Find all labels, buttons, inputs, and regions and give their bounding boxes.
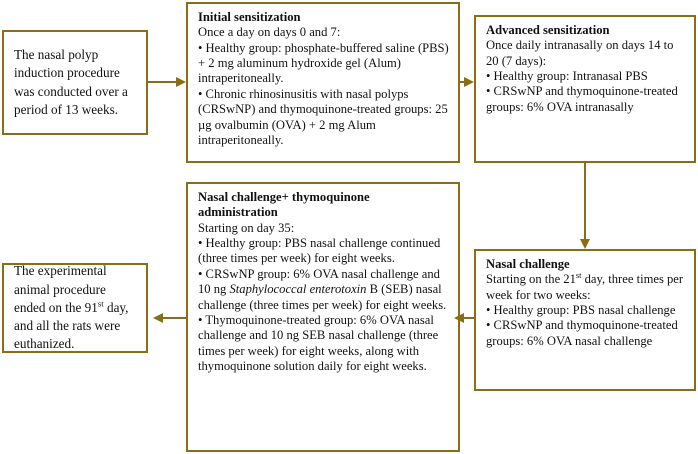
- node-end-suffix: day, and all the rats were euthanized.: [14, 299, 129, 352]
- connector-intro-to-initial-arrowhead-icon: [176, 77, 186, 87]
- node-initial-sensitization-body: Once a day on days 0 and 7: • Healthy gr…: [198, 25, 449, 147]
- connector-thymoquinone-to-end-line: [163, 317, 186, 319]
- node-advanced-sensitization-body: Once daily intranasally on days 14 to 20…: [486, 38, 678, 114]
- connector-initial-to-advanced-arrowhead-icon: [464, 77, 474, 87]
- connector-intro-to-initial-line: [148, 81, 176, 83]
- nasal-challenge-bullets: • Healthy group: PBS nasal challenge • C…: [486, 303, 678, 348]
- connector-thymoquinone-to-end-arrowhead-icon: [153, 313, 163, 323]
- tq-italic-species: Staphylococcal enterotoxin: [229, 282, 367, 297]
- node-nasal-challenge-thymoquinone: Nasal challenge+ thymoquinone administra…: [186, 182, 460, 452]
- node-end-text: The experimental animal procedure ended …: [14, 262, 137, 353]
- node-nasal-challenge-title: Nasal challenge: [486, 257, 570, 271]
- connector-challenge-to-thymoquinone-line: [464, 317, 474, 319]
- node-advanced-sensitization: Advanced sensitization Once daily intran…: [474, 15, 696, 163]
- node-initial-sensitization: Initial sensitization Once a day on days…: [186, 2, 460, 163]
- node-nasal-challenge-thymoquinone-title: Nasal challenge+ thymoquinone administra…: [198, 190, 370, 220]
- node-end: The experimental animal procedure ended …: [2, 263, 148, 353]
- nasal-challenge-line-suffix: day, three times per week for two weeks:: [486, 272, 684, 302]
- nasal-challenge-ordinal-suffix: st: [575, 271, 582, 281]
- node-nasal-challenge-thymoquinone-body: Starting on day 35: • Healthy group: PBS…: [198, 221, 449, 375]
- node-initial-sensitization-title: Initial sensitization: [198, 10, 301, 24]
- connector-advanced-to-challenge-line: [584, 163, 586, 239]
- connector-advanced-to-challenge-arrowhead-icon: [579, 239, 590, 249]
- tq-body-start: Starting on day 35: • Healthy group: PBS…: [198, 220, 441, 297]
- node-intro: The nasal polyp induction procedure was …: [2, 30, 148, 135]
- nasal-challenge-line-prefix: Starting on the 21: [486, 272, 576, 287]
- node-end-prefix: The experimental animal procedure ended …: [14, 263, 107, 315]
- connector-initial-to-advanced-line: [460, 81, 464, 83]
- node-end-ordinal-suffix: st: [97, 298, 104, 309]
- node-nasal-challenge: Nasal challenge Starting on the 21st day…: [474, 249, 696, 391]
- node-intro-text: The nasal polyp induction procedure was …: [14, 47, 128, 117]
- tq-body-mid: B (SEB) nasal challenge (three times per…: [198, 282, 447, 373]
- node-advanced-sensitization-title: Advanced sensitization: [486, 23, 610, 37]
- connector-challenge-to-thymoquinone-arrowhead-icon: [454, 313, 464, 323]
- node-nasal-challenge-body: Starting on the 21st day, three times pe…: [486, 272, 685, 349]
